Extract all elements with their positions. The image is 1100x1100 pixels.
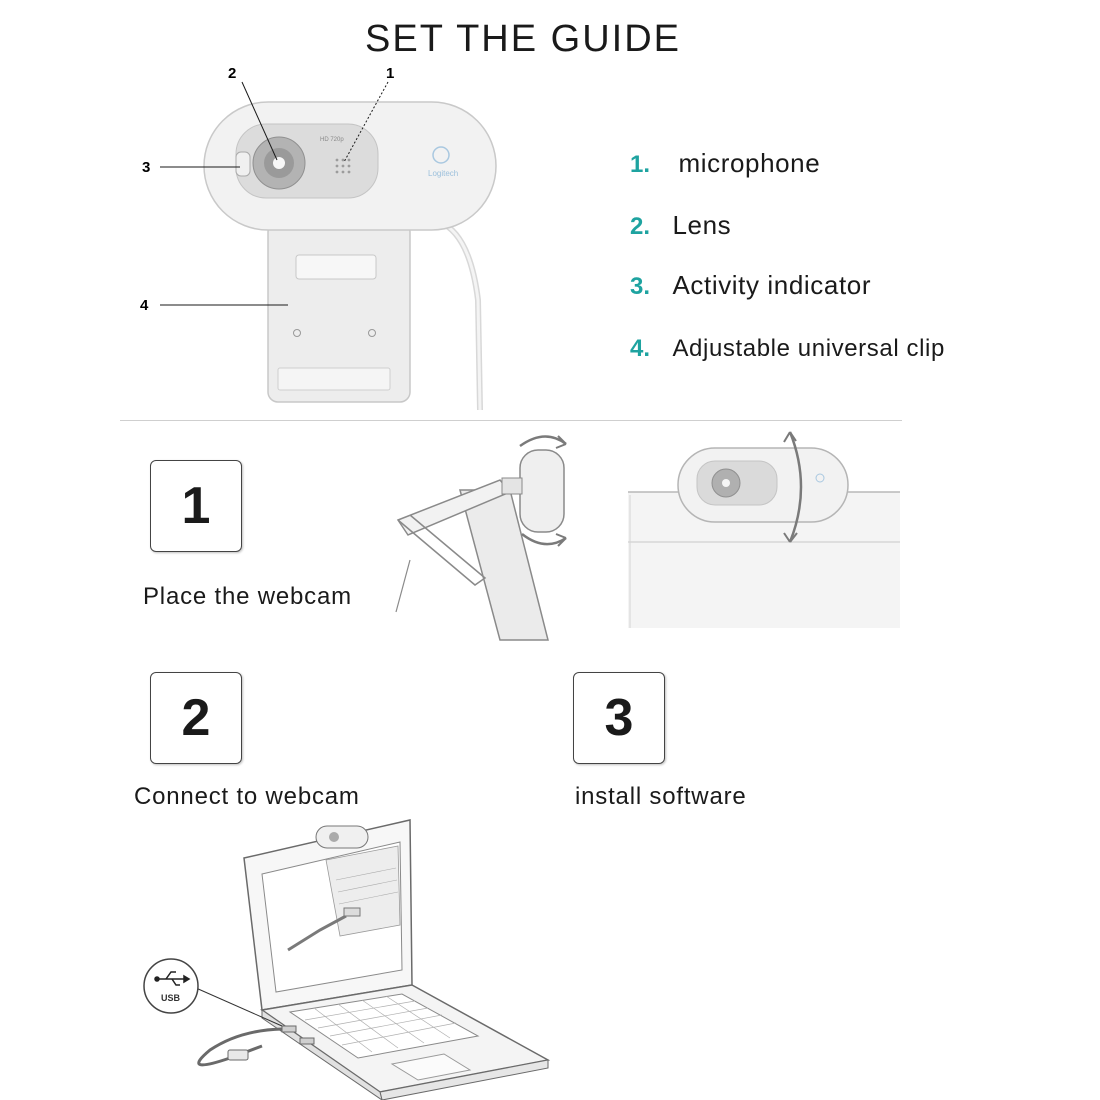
step-1-badge: 1 xyxy=(150,460,242,552)
callout-3: 3 xyxy=(142,159,150,176)
parts-item: 4. Adjustable universal clip xyxy=(630,335,945,363)
parts-item-number: 4. xyxy=(630,335,651,362)
step-2-label: Connect to webcam xyxy=(134,783,360,810)
step-2-badge: 2 xyxy=(150,672,242,764)
step-1-label: Place the webcam xyxy=(143,583,352,610)
step-3-label: install software xyxy=(575,783,747,810)
parts-item-number: 2. xyxy=(630,213,651,240)
hd-label: HD 720p xyxy=(320,137,344,143)
parts-item-number: 3. xyxy=(630,273,651,300)
parts-item: 2. Lens xyxy=(630,210,731,241)
callout-1: 1 xyxy=(386,65,394,82)
callout-2: 2 xyxy=(228,65,236,82)
parts-item-label: microphone xyxy=(678,148,821,178)
usb-label: USB xyxy=(161,993,181,1003)
webcam-illustration: HD 720p Logitech 2 1 3 4 xyxy=(140,65,497,411)
parts-item: 1. microphone xyxy=(630,148,820,179)
parts-item-label: Activity indicator xyxy=(672,270,872,300)
usb-icon xyxy=(154,971,191,986)
parts-item: 3. Activity indicator xyxy=(630,270,871,301)
brand-logo-text: Logitech xyxy=(428,169,458,178)
parts-item-label: Lens xyxy=(672,210,732,240)
callout-4: 4 xyxy=(140,297,149,314)
step-3-badge: 3 xyxy=(573,672,665,764)
page-title: SET THE GUIDE xyxy=(365,18,681,60)
section-divider xyxy=(120,420,902,421)
parts-item-number: 1. xyxy=(630,151,651,178)
parts-item-label: Adjustable universal clip xyxy=(672,335,945,362)
